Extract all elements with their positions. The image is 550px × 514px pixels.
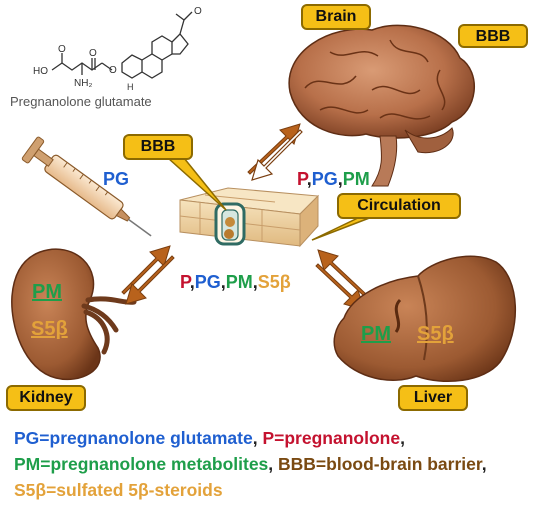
brain-flow-label: P,PG,PM xyxy=(297,169,370,190)
brain-bbb-arrows xyxy=(247,123,303,181)
center-flow-p: P xyxy=(180,272,190,292)
center-flow-label: P,PG,PM,S5β xyxy=(180,272,291,293)
brain-flow-pg: PG xyxy=(311,169,338,189)
kidney-s5b-label: S5β xyxy=(31,318,68,340)
legend-pg: PG=pregnanolone glutamate xyxy=(14,428,253,448)
brain-flow-p: P xyxy=(297,169,307,189)
liver-illustration xyxy=(333,255,517,382)
bbb-label: BBB xyxy=(123,134,193,160)
kidney-pm-label: PM xyxy=(32,281,62,303)
brain-flow-comma-1: , xyxy=(306,169,312,189)
liver-s5b-label: S5β xyxy=(417,323,454,345)
syringe-pg-label: PG xyxy=(103,169,130,189)
circulation-callout-pointer xyxy=(311,216,373,241)
syringe-illustration xyxy=(21,136,152,237)
center-flow-comma-1: , xyxy=(189,272,195,292)
kidney-bbb-arrows xyxy=(121,245,175,305)
brain-flow-pm: PM xyxy=(342,169,370,189)
atom-o4: O xyxy=(194,6,202,17)
legend-sep-2: , xyxy=(400,428,405,448)
brain-label: Brain xyxy=(301,4,371,30)
kidney-illustration xyxy=(11,248,137,381)
legend-bbb: BBB=blood-brain barrier xyxy=(278,454,482,474)
atom-h: H xyxy=(127,82,134,92)
center-flow-comma-2: , xyxy=(220,272,226,292)
atom-nh2: NH₂ xyxy=(74,78,92,89)
legend: PG=pregnanolone glutamate, P=pregnanolon… xyxy=(14,425,544,503)
circulation-label: Circulation xyxy=(337,193,461,219)
liver-label: Liver xyxy=(398,385,468,411)
atom-o3: O xyxy=(109,65,117,76)
bbb-tissue-illustration xyxy=(179,187,320,248)
legend-sep-3: , xyxy=(268,454,279,474)
kidney-label: Kidney xyxy=(6,385,86,411)
brain-illustration xyxy=(288,24,475,187)
center-flow-pg: PG xyxy=(194,272,221,292)
legend-s5b: S5β=sulfated 5β-steroids xyxy=(14,480,223,500)
center-flow-comma-3: , xyxy=(252,272,258,292)
atom-o1: O xyxy=(58,44,66,55)
brain-flow-comma-2: , xyxy=(337,169,343,189)
atom-ho: HO xyxy=(33,66,48,77)
center-flow-pm: PM xyxy=(225,272,253,292)
legend-sep-4: , xyxy=(481,454,487,474)
liver-pm-label: PM xyxy=(361,323,391,345)
legend-pm: PM=pregnanolone metabolites xyxy=(14,454,269,474)
legend-p: P=pregnanolone xyxy=(262,428,401,448)
molecule-name: Pregnanolone glutamate xyxy=(10,94,152,109)
legend-sep-1: , xyxy=(252,428,263,448)
center-flow-s5b: S5β xyxy=(257,272,291,292)
bbb-top-label: BBB xyxy=(458,24,528,48)
atom-o2: O xyxy=(89,48,97,59)
pregnanolone-glutamate-structure xyxy=(51,11,193,79)
